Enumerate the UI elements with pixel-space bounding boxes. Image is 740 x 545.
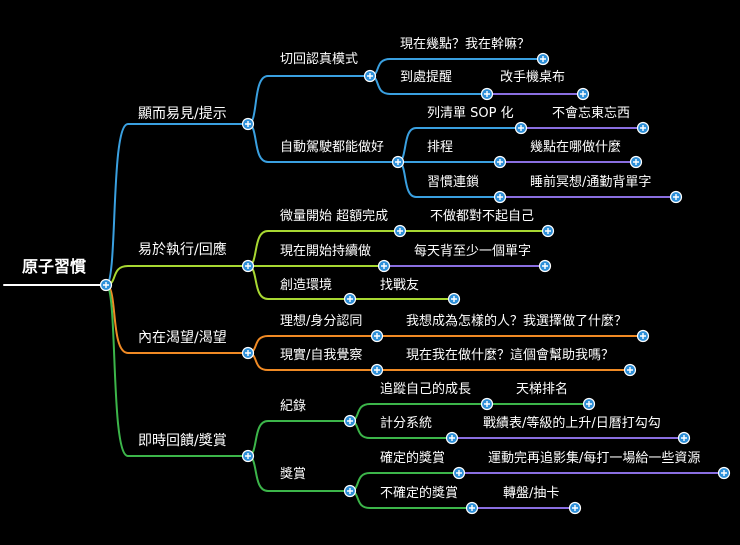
topic-buddy[interactable]: 找戰友 xyxy=(380,278,420,293)
topic-identity[interactable]: 理想/身分認同 xyxy=(280,314,363,329)
schedule-expand-icon[interactable] xyxy=(493,155,507,169)
gacha-expand-icon[interactable] xyxy=(568,501,582,515)
switch-mode-expand-icon[interactable] xyxy=(363,69,377,83)
when-where-expand-icon[interactable] xyxy=(629,155,643,169)
track-growth-expand-icon[interactable] xyxy=(480,397,494,411)
topic-start-now[interactable]: 現在開始持續做 xyxy=(280,244,372,259)
topic-sop-list[interactable]: 列清單 SOP 化 xyxy=(427,106,514,121)
topic-scoreboard[interactable]: 戰績表/等級的上升/日曆打勾勾 xyxy=(483,416,661,431)
topic-daily-word[interactable]: 每天背至少一個單字 xyxy=(414,244,532,259)
root-topic[interactable]: 原子習慣 xyxy=(22,257,87,276)
topic-environment[interactable]: 創造環境 xyxy=(280,278,333,293)
no-forget-expand-icon[interactable] xyxy=(636,121,650,135)
craving-expand-icon[interactable] xyxy=(241,346,255,360)
topic-habit-stack[interactable]: 習慣連鎖 xyxy=(427,175,480,190)
branch-easy[interactable]: 易於執行/回應 xyxy=(138,242,227,258)
topic-track-growth[interactable]: 追蹤自己的成長 xyxy=(380,382,472,397)
topic-ladder[interactable]: 天梯排名 xyxy=(516,382,569,397)
identity-expand-icon[interactable] xyxy=(370,329,384,343)
topic-autopilot[interactable]: 自動駕駛都能做好 xyxy=(280,140,385,155)
cue-expand-icon[interactable] xyxy=(241,117,255,131)
easy-expand-icon[interactable] xyxy=(241,259,255,273)
certain-expand-icon[interactable] xyxy=(452,466,466,480)
topic-record[interactable]: 紀錄 xyxy=(280,399,307,414)
uncertain-expand-icon[interactable] xyxy=(465,501,479,515)
start-small-expand-icon[interactable] xyxy=(393,224,407,238)
topic-rewards[interactable]: 獎賞 xyxy=(280,467,307,482)
topic-uncertain-reward[interactable]: 不確定的獎賞 xyxy=(380,486,459,501)
environment-expand-icon[interactable] xyxy=(343,292,357,306)
reminders-expand-icon[interactable] xyxy=(480,87,494,101)
awareness-expand-icon[interactable] xyxy=(370,363,384,377)
autopilot-expand-icon[interactable] xyxy=(391,155,405,169)
topic-no-forget[interactable]: 不會忘東忘西 xyxy=(552,106,631,121)
topic-schedule[interactable]: 排程 xyxy=(427,140,454,155)
topic-binge[interactable]: 運動完再追影集/每打一場給一些資源 xyxy=(488,451,701,466)
branch-reward[interactable]: 即時回饋/獎賞 xyxy=(138,433,227,449)
topic-wallpaper[interactable]: 改手機桌布 xyxy=(500,70,566,85)
buddy-expand-icon[interactable] xyxy=(447,292,461,306)
who-to-be-expand-icon[interactable] xyxy=(636,329,650,343)
topic-start-small[interactable]: 微量開始 超額完成 xyxy=(280,209,389,224)
habit-stack-expand-icon[interactable] xyxy=(493,190,507,204)
binge-expand-icon[interactable] xyxy=(717,466,731,480)
what-time-expand-icon[interactable] xyxy=(536,52,550,66)
branch-cue[interactable]: 顯而易見/提示 xyxy=(138,106,227,122)
topic-scoring[interactable]: 計分系統 xyxy=(380,416,433,431)
topic-no-excuse[interactable]: 不做都對不起自己 xyxy=(430,209,535,224)
no-excuse-expand-icon[interactable] xyxy=(541,224,555,238)
branch-craving[interactable]: 內在渴望/渴望 xyxy=(138,330,227,346)
root-expand-icon[interactable] xyxy=(99,278,113,292)
topic-what-time[interactable]: 現在幾點？我在幹嘛？ xyxy=(400,37,531,52)
reward-expand-icon[interactable] xyxy=(241,449,255,463)
doing-now-expand-icon[interactable] xyxy=(623,363,637,377)
topic-reminders[interactable]: 到處提醒 xyxy=(400,70,453,85)
topic-certain-reward[interactable]: 確定的獎賞 xyxy=(380,451,446,466)
topic-gacha[interactable]: 轉盤/抽卡 xyxy=(503,486,560,501)
scoring-expand-icon[interactable] xyxy=(445,431,459,445)
topic-meditate[interactable]: 睡前冥想/通勤背單字 xyxy=(530,175,652,190)
scoreboard-expand-icon[interactable] xyxy=(677,431,691,445)
sop-expand-icon[interactable] xyxy=(514,121,528,135)
meditate-expand-icon[interactable] xyxy=(669,190,683,204)
topic-doing-now[interactable]: 現在我在做什麼？這個會幫助我嗎？ xyxy=(406,348,615,363)
daily-word-expand-icon[interactable] xyxy=(538,259,552,273)
connector-cue xyxy=(105,123,249,286)
topic-switch-mode[interactable]: 切回認真模式 xyxy=(280,52,359,67)
wallpaper-expand-icon[interactable] xyxy=(576,87,590,101)
rewards-expand-icon[interactable] xyxy=(343,484,357,498)
topic-when-where[interactable]: 幾點在哪做什麼 xyxy=(530,140,622,155)
ladder-expand-icon[interactable] xyxy=(582,397,596,411)
record-expand-icon[interactable] xyxy=(343,414,357,428)
start-now-expand-icon[interactable] xyxy=(377,259,391,273)
topic-awareness[interactable]: 現實/自我覺察 xyxy=(280,348,363,363)
topic-who-to-be[interactable]: 我想成為怎樣的人？我選擇做了什麼？ xyxy=(406,314,628,329)
connector-reward xyxy=(105,284,249,457)
